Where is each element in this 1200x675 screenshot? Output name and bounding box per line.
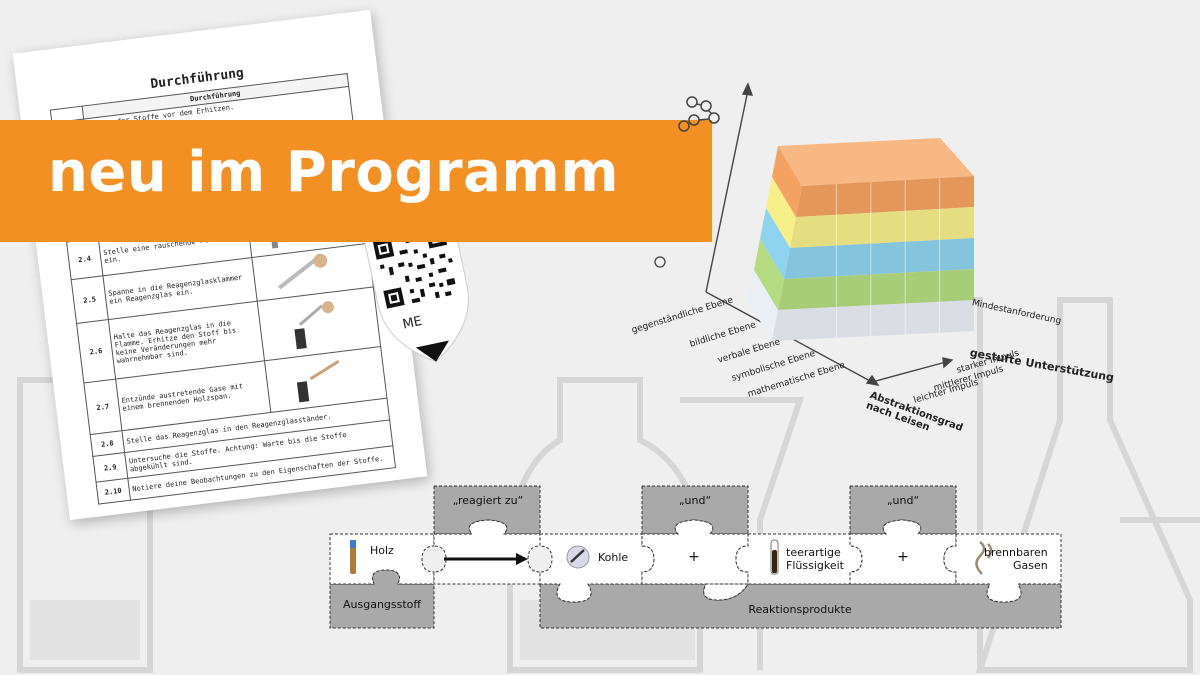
cube-layer-side bbox=[754, 239, 784, 310]
start-category-label: Ausgangsstoff bbox=[343, 598, 421, 611]
wood-icon bbox=[350, 540, 356, 574]
step-illustration bbox=[264, 346, 387, 413]
cube-layer-side bbox=[766, 177, 796, 248]
banner-text: neu im Programm bbox=[48, 140, 620, 205]
product-2-line2: Flüssigkeit bbox=[786, 559, 844, 572]
table-row: 2.6 Halte das Reagenzglas in die Flamme.… bbox=[76, 286, 381, 383]
cube-layer-front bbox=[772, 300, 974, 341]
product-3-label: brennbaren Gasen bbox=[984, 546, 1048, 572]
step-number: 2.4 bbox=[66, 238, 103, 280]
product-3-line1: brennbaren bbox=[984, 546, 1048, 559]
worksheet-page: Durchführung Durchführung haften der Sto… bbox=[12, 9, 428, 521]
plus-sign: + bbox=[688, 549, 700, 565]
product-2-label: teerartige Flüssigkeit bbox=[786, 546, 844, 572]
step-number: 2.5 bbox=[71, 275, 109, 324]
start-item-label: Holz bbox=[370, 544, 394, 557]
product-3-line2: Gasen bbox=[1012, 559, 1048, 572]
step-number: 2.9 bbox=[92, 452, 128, 483]
and-label-2: „und“ bbox=[886, 494, 920, 507]
charcoal-icon bbox=[566, 545, 590, 569]
cube-layer-front bbox=[778, 269, 974, 310]
product-1-label: Kohle bbox=[598, 551, 629, 564]
molecule-icon bbox=[678, 96, 720, 132]
and-label-1: „und“ bbox=[678, 494, 712, 507]
table-row: 2.7 Entzünde austretende Gase mit einem … bbox=[83, 346, 387, 435]
table-row: 2.5 Spanne in die Reagenzglasklammer ein… bbox=[71, 243, 374, 324]
step-number: 2.10 bbox=[96, 478, 131, 505]
products-category-label: Reaktionsprodukte bbox=[748, 603, 852, 616]
step-illustration bbox=[256, 286, 381, 361]
small-circle-icon bbox=[654, 256, 666, 268]
procedure-table: Durchführung haften der Stoffe vor dem E… bbox=[50, 73, 396, 505]
tar-tube-icon bbox=[770, 539, 779, 575]
reacts-to-label: „reagiert zu“ bbox=[452, 494, 524, 507]
abstraction-cube-diagram bbox=[654, 82, 974, 386]
cube-layer-front bbox=[784, 238, 974, 279]
gas-icon bbox=[975, 541, 993, 575]
new-in-program-banner: neu im Programm bbox=[0, 120, 712, 242]
cube-axes bbox=[705, 82, 954, 386]
cube-layer-side bbox=[748, 270, 778, 341]
cube-layer-front bbox=[796, 176, 974, 217]
reaction-puzzle-diagram bbox=[329, 485, 1062, 629]
reaction-arrow-icon bbox=[444, 553, 528, 565]
cube-layer-side bbox=[772, 146, 802, 217]
plus-sign: + bbox=[897, 549, 909, 565]
product-2-line1: teerartige bbox=[786, 546, 841, 559]
step-illustration bbox=[251, 243, 374, 302]
cube-layer-side bbox=[760, 208, 790, 279]
